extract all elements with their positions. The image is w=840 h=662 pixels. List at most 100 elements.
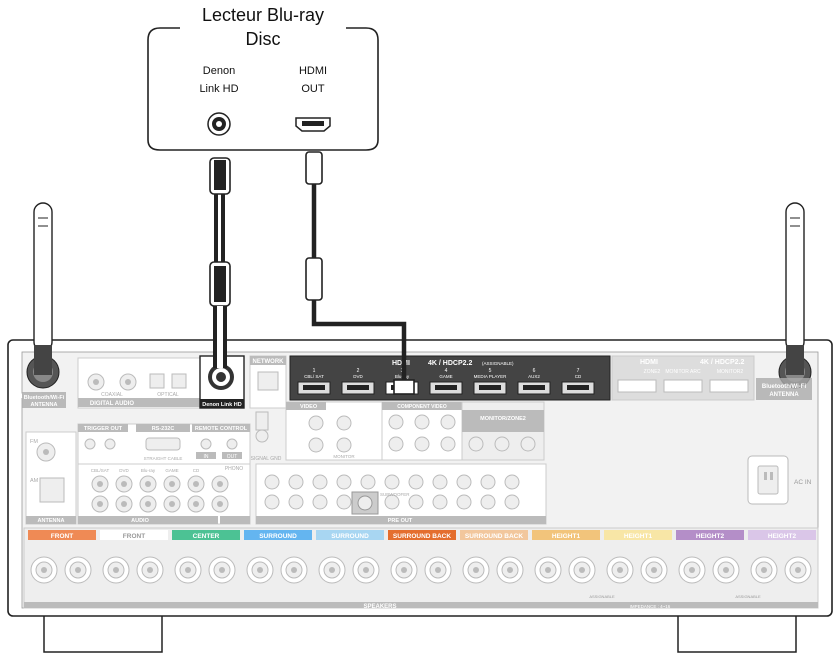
monitor-zone2-label: MONITOR/ZONE2 xyxy=(480,416,526,422)
hdmi-out-spec: 4K / HDCP2.2 xyxy=(700,359,744,366)
pre-out-jack xyxy=(480,494,496,510)
digital-audio-label: DIGITAL AUDIO xyxy=(90,401,135,407)
audio-jack xyxy=(211,475,229,493)
audio-jack xyxy=(115,475,133,493)
antenna-label-left-2: ANTENNA xyxy=(31,402,58,408)
hdmi-input-name: CBL/ SAT xyxy=(304,374,324,379)
network-label: NETWORK xyxy=(253,359,285,365)
pre-out-jack xyxy=(384,474,400,490)
pre-out-section: PRE OUT SUBWOOFER xyxy=(255,463,547,525)
fm-am-antenna: FM AM ANTENNA xyxy=(25,431,77,525)
speaker-group-label: SURROUND BACK xyxy=(465,533,523,540)
hdmi-input-number: 2 xyxy=(357,368,360,374)
antenna-label-right-1: Bluetooth/Wi-Fi xyxy=(762,384,807,390)
optical-label: OPTICAL xyxy=(157,392,179,398)
audio-input-label: DVD xyxy=(119,468,129,473)
remote-control-label: REMOTE CONTROL xyxy=(195,426,248,432)
speaker-terminal-group: SURROUND BACK xyxy=(460,530,528,584)
bluray-device: Lecteur Blu-ray Disc Denon Link HD HDMI … xyxy=(147,5,379,151)
antenna-label-left-1b: Bluetooth/Wi-Fi xyxy=(24,395,65,401)
speaker-terminal-group: CENTER xyxy=(172,530,240,584)
hdmi-input-7[interactable]: 7CD xyxy=(561,368,595,395)
hdmi-input-number: 6 xyxy=(533,368,536,374)
pre-out-label: PRE OUT xyxy=(388,518,413,524)
trigger-out-label: TRIGGER OUT xyxy=(84,426,123,432)
audio-jack xyxy=(163,495,181,513)
hdmi-out-header: HDMI xyxy=(640,359,658,366)
antenna-left xyxy=(26,202,60,389)
port1-label-1: Denon xyxy=(203,65,235,77)
hdmi-input-name: MEDIA PLAYER xyxy=(474,374,507,379)
pre-out-jack xyxy=(456,494,472,510)
hdmi-input-name: DVD xyxy=(353,374,363,379)
straight-cable-label: STRAIGHT CABLE xyxy=(144,456,183,461)
speaker-group-label: CENTER xyxy=(193,533,220,540)
pre-out-jack xyxy=(336,474,352,490)
signal-gnd-label: SIGNAL GND xyxy=(251,456,282,462)
component-video-label: COMPONENT VIDEO xyxy=(397,404,447,410)
receiver-foot-left xyxy=(43,614,163,653)
pre-out-jack xyxy=(312,494,328,510)
audio-input-label: CBL/SAT xyxy=(91,468,110,473)
pre-out-jack xyxy=(360,474,376,490)
port2-label-2: OUT xyxy=(301,83,325,95)
pre-out-jack xyxy=(504,494,520,510)
digital-audio-section: DIGITAL AUDIO COAXIAL OPTICAL xyxy=(77,357,201,409)
pre-out-jack xyxy=(408,474,424,490)
denon-link-cable xyxy=(209,157,231,368)
speaker-terminal-group: HEIGHT2 xyxy=(748,530,816,584)
audio-input-label: CD xyxy=(193,468,200,473)
audio-label: AUDIO xyxy=(131,518,149,524)
speaker-group-label: HEIGHT2 xyxy=(768,533,797,540)
control-section: TRIGGER OUT RS-232C REMOTE CONTROL STRAI… xyxy=(77,423,251,465)
hdmi-input-number: 5 xyxy=(489,368,492,374)
out-label: OUT xyxy=(227,454,238,460)
audio-input-label: GAME xyxy=(165,468,178,473)
device-title-1: Lecteur Blu-ray xyxy=(202,5,324,25)
phono-label: PHONO xyxy=(225,466,243,472)
monitor-label: MONITOR xyxy=(333,454,355,459)
receiver-foot-right xyxy=(677,614,797,653)
audio-jack xyxy=(187,495,205,513)
monitor-arc-label: MONITOR ARC xyxy=(665,369,701,375)
device-hdmi-out-port[interactable] xyxy=(295,117,331,132)
hdmi-spec: 4K / HDCP2.2 xyxy=(428,360,472,367)
port2-label-1: HDMI xyxy=(299,65,327,77)
zone2-label: ZONE2 xyxy=(644,369,661,375)
audio-jack xyxy=(115,495,133,513)
device-denon-link-jack[interactable] xyxy=(207,112,231,136)
network-port: NETWORK xyxy=(249,355,287,409)
speaker-group-label: FRONT xyxy=(51,533,73,540)
hdmi-input-name: GAME xyxy=(439,374,452,379)
hdmi-input-name: CD xyxy=(575,374,582,379)
speaker-group-label: SURROUND xyxy=(331,533,369,540)
pre-out-jack xyxy=(408,494,424,510)
assignable-label-1: ASSIGNABLE xyxy=(589,594,615,599)
pre-out-jack xyxy=(480,474,496,490)
speaker-terminal-group: FRONT xyxy=(100,530,168,584)
rs232c-label: RS-232C xyxy=(152,426,175,432)
ac-inlet: AC IN xyxy=(747,455,812,505)
pre-out-jack xyxy=(504,474,520,490)
monitor2-label: MONITOR2 xyxy=(717,369,744,375)
device-title-2: Disc xyxy=(246,29,281,49)
audio-jack xyxy=(139,495,157,513)
speaker-terminal-group: HEIGHT1 xyxy=(532,530,600,584)
port1-label-2: Link HD xyxy=(199,83,238,95)
speakers-section: FRONT FRONT CENTER SURROUND SURROUND SURROUND… xyxy=(23,527,819,610)
speaker-terminal-group: FRONT xyxy=(28,530,96,584)
speaker-group-label: HEIGHT1 xyxy=(624,533,653,540)
am-label: AM xyxy=(30,478,39,484)
pre-out-jack xyxy=(264,494,280,510)
hdmi-input-number: 7 xyxy=(577,368,580,374)
audio-input-label: Blu-ray xyxy=(141,468,156,473)
audio-jack xyxy=(163,475,181,493)
speaker-group-label: FRONT xyxy=(123,533,145,540)
speaker-group-label: SURROUND xyxy=(259,533,297,540)
